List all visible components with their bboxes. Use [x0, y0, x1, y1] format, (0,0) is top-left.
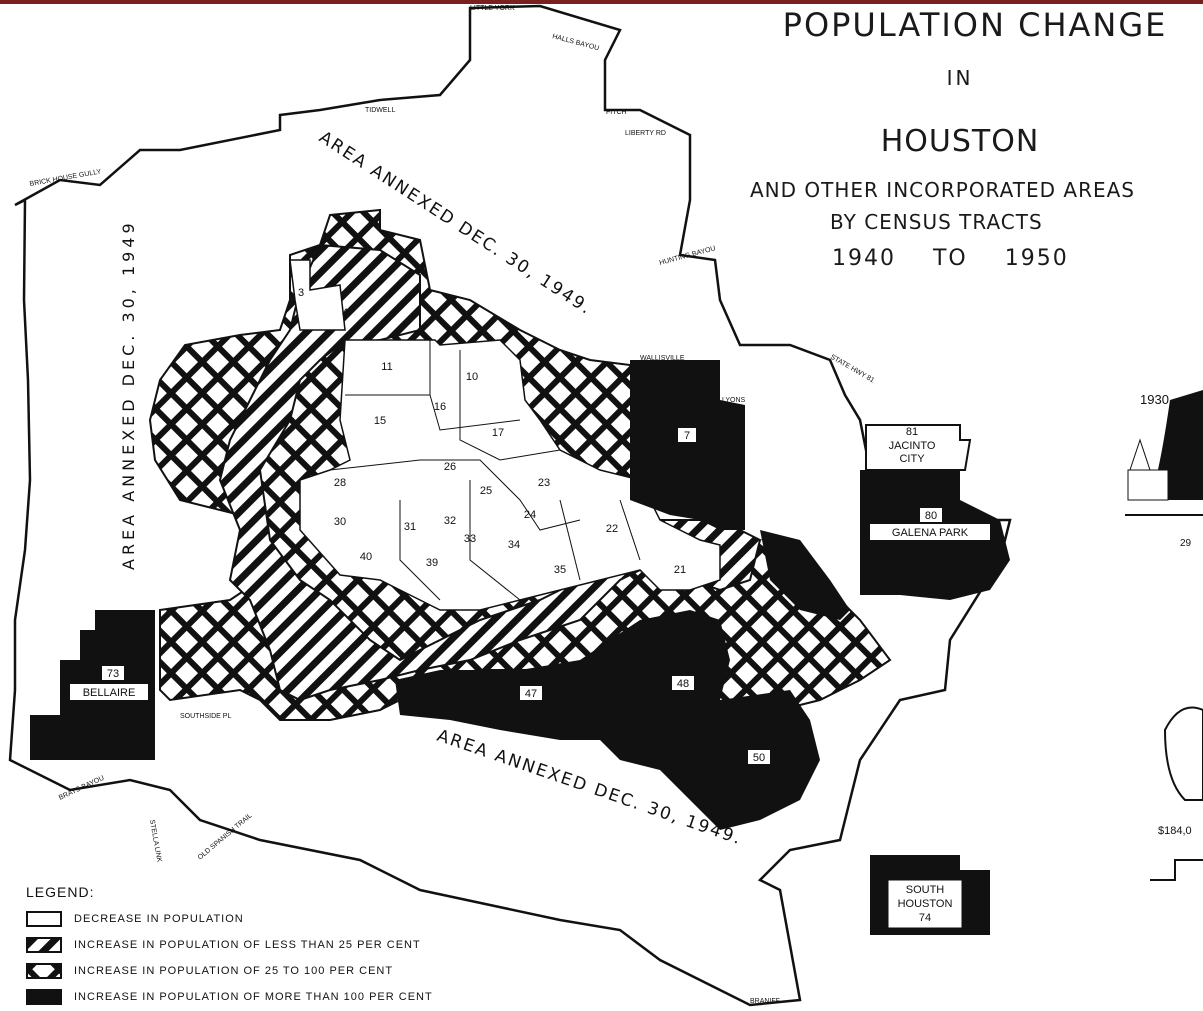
- legend-item: DECREASE IN POPULATION: [26, 906, 546, 932]
- boxed-tract-labels: 7 47 48 50: [520, 428, 770, 764]
- tract-numbers: 3 4 11 10 15 16 17 26 25 23 28 30 31 32 …: [298, 287, 686, 576]
- legend-label: INCREASE IN POPULATION OF MORE THAN 100 …: [74, 991, 433, 1003]
- title-line-6: 1940 TO 1950: [832, 246, 1069, 271]
- tract-number: 24: [524, 509, 536, 521]
- tract-number: 4: [342, 307, 348, 319]
- title-line-3: HOUSTON: [880, 124, 1040, 159]
- legend-label: INCREASE IN POPULATION OF LESS THAN 25 P…: [74, 939, 421, 951]
- title-line-4: AND OTHER INCORPORATED AREAS: [750, 178, 1135, 202]
- legend-title: LEGEND:: [26, 884, 95, 900]
- south-houston-number: 74: [919, 912, 931, 924]
- street-label: WALLISVILLE: [640, 355, 685, 362]
- tract-number: 30: [334, 516, 346, 528]
- legend-swatch-hatch: [26, 937, 62, 953]
- legend-label: INCREASE IN POPULATION OF 25 TO 100 PER …: [74, 965, 394, 977]
- street-label: BRANIFF: [750, 998, 780, 1005]
- legend-item: INCREASE IN POPULATION OF LESS THAN 25 P…: [26, 932, 546, 958]
- tract-number: 26: [444, 461, 456, 473]
- tract-number: 25: [480, 485, 492, 497]
- zone-over-100-tract7: [630, 360, 745, 530]
- side-number: 29: [1180, 538, 1192, 549]
- street-label: SOUTHSIDE PL: [180, 713, 231, 720]
- tract-number: 22: [606, 523, 618, 535]
- jacinto-number: 81: [906, 426, 918, 438]
- jacinto-label-1: JACINTO: [889, 440, 936, 452]
- tract-number: 16: [434, 401, 446, 413]
- tract-number: 3: [298, 287, 304, 299]
- street-label: TIDWELL: [365, 107, 395, 114]
- top-border: [0, 0, 1203, 4]
- title-line-2: IN: [946, 66, 974, 90]
- tract-number: 33: [464, 533, 476, 545]
- jacinto-label-2: CITY: [899, 453, 925, 465]
- galena-label: GALENA PARK: [892, 527, 969, 539]
- zone-decrease: [299, 339, 721, 611]
- south-houston-label-2: HOUSTON: [898, 898, 953, 910]
- tract-number: 50: [753, 752, 765, 764]
- street-label: LYONS: [722, 397, 746, 404]
- tract-number: 48: [677, 678, 689, 690]
- tract-number: 47: [525, 688, 537, 700]
- tract-number: 15: [374, 415, 386, 427]
- zone-under-25: [218, 243, 762, 702]
- legend: LEGEND: DECREASE IN POPULATION INCREASE …: [26, 884, 546, 1010]
- legend-label: DECREASE IN POPULATION: [74, 913, 244, 925]
- tract-number: 21: [674, 564, 686, 576]
- side-amount: $184,0: [1158, 825, 1192, 837]
- bellaire-number: 73: [107, 668, 119, 680]
- tract-number: 17: [492, 427, 504, 439]
- place-labels: 81 JACINTO CITY 80 GALENA PARK 73 BELLAI…: [70, 426, 990, 929]
- title-line-5: BY CENSUS TRACTS: [830, 210, 1043, 234]
- galena-number: 80: [925, 510, 937, 522]
- jacinto-city-area: [865, 424, 972, 471]
- side-illustration: 1930 29 $184,0: [1125, 390, 1203, 881]
- tract-number: 31: [404, 521, 416, 533]
- tract-number: 35: [554, 564, 566, 576]
- tract-number: 23: [538, 477, 550, 489]
- tract-number: 34: [508, 539, 520, 551]
- legend-item: INCREASE IN POPULATION OF 25 TO 100 PER …: [26, 958, 546, 984]
- zone-over-100-east: [760, 530, 850, 620]
- tract-number: 7: [684, 430, 690, 442]
- tract-number: 10: [466, 371, 478, 383]
- legend-swatch-black: [26, 989, 62, 1005]
- south-houston-label-1: SOUTH: [906, 884, 945, 896]
- tract-number: 39: [426, 557, 438, 569]
- street-label: LIBERTY RD: [625, 130, 666, 137]
- legend-swatch-cross: [26, 963, 62, 979]
- annex-label-west: AREA ANNEXED DEC. 30, 1949: [119, 219, 138, 570]
- tract-lines: [329, 340, 701, 761]
- houston-map: 3 4 11 10 15 16 17 26 25 23 28 30 31 32 …: [8, 4, 1203, 1007]
- legend-item: INCREASE IN POPULATION OF MORE THAN 100 …: [26, 984, 546, 1010]
- street-label: FITCH: [606, 109, 627, 116]
- tract-number: 11: [381, 361, 392, 373]
- bellaire-label: BELLAIRE: [83, 687, 136, 699]
- zone-over-100-southeast: [395, 610, 820, 830]
- tract-number: 32: [444, 515, 456, 527]
- street-label: STELLA LINK: [148, 819, 162, 863]
- legend-swatch-decrease: [26, 911, 62, 927]
- zone-decrease-north: [289, 259, 346, 331]
- title-line-1: POPULATION CHANGE: [782, 6, 1168, 44]
- side-year: 1930: [1140, 392, 1169, 407]
- tract-number: 40: [360, 551, 372, 563]
- street-label: LITTLE YORK: [470, 5, 515, 12]
- tract-number: 28: [334, 477, 346, 489]
